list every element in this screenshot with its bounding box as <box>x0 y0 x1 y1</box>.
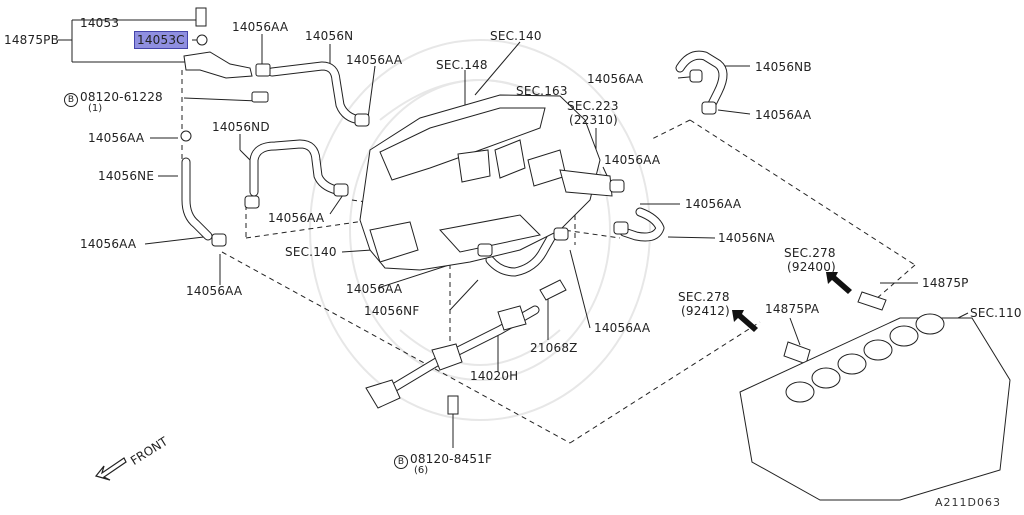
cylinder-head <box>739 313 1011 501</box>
part-label-14056NB[interactable]: 14056NB <box>755 60 812 74</box>
bolt-quantity: (6) <box>414 465 429 476</box>
section-label-SEC278[interactable]: SEC.278 <box>678 290 730 304</box>
part-label-14056AA[interactable]: 14056AA <box>88 131 145 145</box>
part-label-14053C-selected[interactable]: 14053C <box>134 31 188 49</box>
part-label-14056AA[interactable]: 14056AA <box>685 197 742 211</box>
section-sub-22310: (22310) <box>569 113 618 127</box>
part-label-21068Z[interactable]: 21068Z <box>530 341 578 355</box>
hose-14056NE <box>181 157 213 241</box>
part-label-14056AA[interactable]: 14056AA <box>268 211 325 225</box>
water-pipe-14020H <box>365 279 567 415</box>
part-label-14056AA[interactable]: 14056AA <box>587 72 644 86</box>
hose-14056NB <box>675 50 728 109</box>
part-label-14056AA[interactable]: 14056AA <box>80 237 137 251</box>
section-sub-92400: (92400) <box>787 260 836 274</box>
part-label-14056N[interactable]: 14056N <box>305 29 354 43</box>
bolt-quantity: (1) <box>88 103 103 114</box>
section-label-SEC140[interactable]: SEC.140 <box>490 29 542 43</box>
hose-14056NF <box>485 231 557 277</box>
part-label-14056AA[interactable]: 14056AA <box>232 20 289 34</box>
pcv-valve-bracket <box>180 7 271 142</box>
sensor-14875PA <box>783 341 811 365</box>
section-label-SEC163[interactable]: SEC.163 <box>516 84 568 98</box>
section-label-SEC140[interactable]: SEC.140 <box>285 245 337 259</box>
part-label-14056AA[interactable]: 14056AA <box>604 153 661 167</box>
part-label-14056NA[interactable]: 14056NA <box>718 231 775 245</box>
section-sub-92412: (92412) <box>681 304 730 318</box>
part-label-14053[interactable]: 14053 <box>80 16 120 30</box>
hose-14056NA <box>619 207 665 242</box>
hose-14056N <box>267 61 365 125</box>
section-label-SEC110[interactable]: SEC.110 <box>970 306 1022 320</box>
section-label-SEC223[interactable]: SEC.223 <box>567 99 619 113</box>
section-label-SEC278[interactable]: SEC.278 <box>784 246 836 260</box>
part-label-14056AA[interactable]: 14056AA <box>186 284 243 298</box>
part-label-14056AA[interactable]: 14056AA <box>594 321 651 335</box>
hose-clamps <box>211 69 717 257</box>
bolt-part-number: 08120-8451F <box>410 452 493 466</box>
front-arrow <box>94 457 127 481</box>
sensor-14875P <box>857 291 887 311</box>
intake-manifold <box>359 94 613 271</box>
hose-14056ND <box>249 139 341 197</box>
part-label-14020H[interactable]: 14020H <box>470 369 519 383</box>
diagram-reference-code: A211D063 <box>935 496 1001 509</box>
bolt-symbol-icon: B <box>64 93 78 107</box>
bolt-symbol-icon: B <box>394 455 408 469</box>
part-label-14875PA[interactable]: 14875PA <box>765 302 820 316</box>
part-label-14056AA[interactable]: 14056AA <box>346 53 403 67</box>
bolt-part-number: 08120-61228 <box>80 90 163 104</box>
part-label-14056NF[interactable]: 14056NF <box>364 304 420 318</box>
part-label-14056NE[interactable]: 14056NE <box>98 169 155 183</box>
part-label-14056AA[interactable]: 14056AA <box>346 282 403 296</box>
section-label-SEC148[interactable]: SEC.148 <box>436 58 488 72</box>
direction-arrows <box>732 272 852 332</box>
part-label-14056ND[interactable]: 14056ND <box>212 120 270 134</box>
part-label-14875PB[interactable]: 14875PB <box>4 33 60 47</box>
part-label-14056AA[interactable]: 14056AA <box>755 108 812 122</box>
part-label-14875P[interactable]: 14875P <box>922 276 969 290</box>
